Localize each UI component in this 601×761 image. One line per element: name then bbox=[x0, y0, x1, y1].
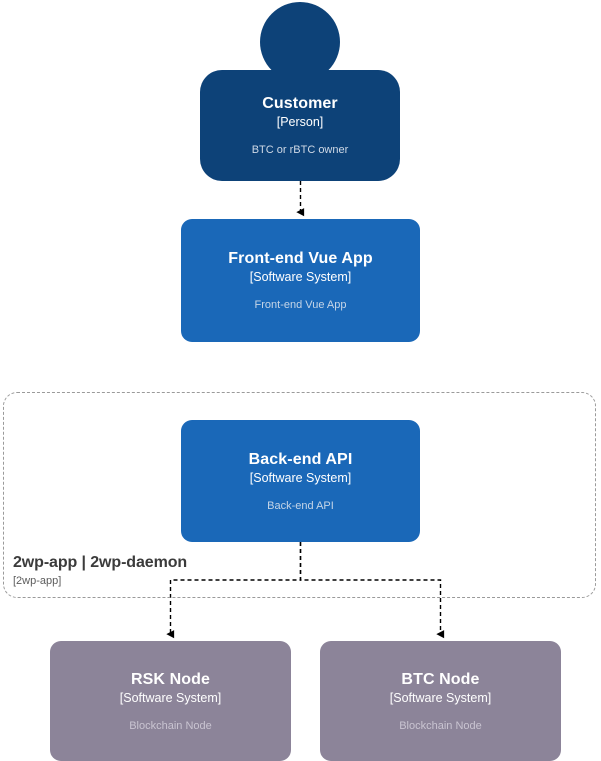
node-backend-type: [Software System] bbox=[249, 470, 352, 485]
node-rsk-type: [Software System] bbox=[119, 690, 222, 705]
boundary-label-group: 2wp-app | 2wp-daemon [2wp-app] bbox=[13, 553, 313, 588]
boundary-subtitle: [2wp-app] bbox=[13, 575, 62, 587]
boundary-title: 2wp-app | 2wp-daemon bbox=[13, 554, 188, 571]
node-frontend-description: Front-end Vue App bbox=[254, 299, 347, 311]
person-head-icon bbox=[260, 2, 340, 82]
node-btc-description: Blockchain Node bbox=[399, 719, 482, 732]
node-customer-title: Customer bbox=[262, 95, 338, 112]
person-body-shape bbox=[200, 70, 400, 181]
node-frontend-title: Front-end Vue App bbox=[228, 250, 373, 267]
node-customer-type: [Person] bbox=[276, 115, 324, 129]
node-backend-title: Back-end API bbox=[248, 450, 353, 468]
node-rsk-title: RSK Node bbox=[130, 670, 211, 688]
node-rsk-description: Blockchain Node bbox=[129, 719, 212, 732]
node-customer-description: BTC or rBTC owner bbox=[251, 144, 349, 156]
connector-backend-to-btc bbox=[299, 542, 445, 639]
node-frontend-vue-app[interactable]: Front-end Vue App [Software System] Fron… bbox=[181, 219, 420, 342]
node-btc-node[interactable]: BTC Node [Software System] Blockchain No… bbox=[320, 641, 561, 761]
node-backend-description: Back-end API bbox=[267, 499, 334, 512]
node-rsk-node[interactable]: RSK Node [Software System] Blockchain No… bbox=[50, 641, 291, 761]
boundary-2wp-app bbox=[3, 392, 596, 598]
node-frontend-type: [Software System] bbox=[249, 270, 352, 284]
node-customer[interactable]: Customer [Person] BTC or rBTC owner bbox=[200, 2, 400, 181]
node-customer-text: Customer [Person] BTC or rBTC owner bbox=[200, 70, 400, 181]
node-btc-title: BTC Node bbox=[401, 670, 480, 688]
node-btc-type: [Software System] bbox=[389, 690, 492, 705]
node-backend-api[interactable]: Back-end API [Software System] Back-end … bbox=[181, 420, 420, 542]
